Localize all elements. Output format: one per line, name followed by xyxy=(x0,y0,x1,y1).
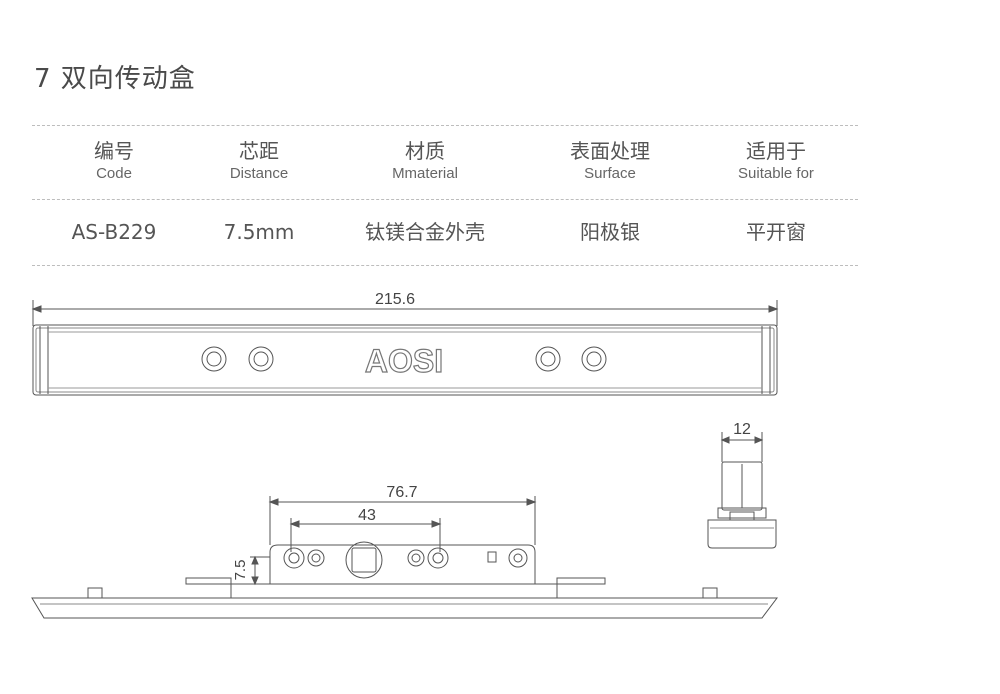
top-view-hole xyxy=(201,346,227,372)
side-view-gearbox xyxy=(269,541,536,585)
dimension-outer xyxy=(268,496,537,545)
header-en: Mmaterial xyxy=(392,165,458,182)
header-suitable: 适用于 Suitable for xyxy=(696,138,856,184)
header-zh: 适用于 xyxy=(746,139,806,163)
header-code: 编号 Code xyxy=(34,138,194,184)
header-en: Suitable for xyxy=(738,165,814,182)
dimension-width-label: 12 xyxy=(733,421,751,438)
header-surface: 表面处理 Surface xyxy=(530,138,690,184)
aosi-logo: AOSI xyxy=(365,343,443,379)
dimension-total-label: 215.6 xyxy=(375,291,415,308)
dimension-offset xyxy=(250,555,270,586)
table-top-rule xyxy=(32,125,858,126)
header-en: Surface xyxy=(584,165,636,182)
dimension-offset-label: 7.5 xyxy=(232,560,249,581)
table-header-rule xyxy=(32,199,858,200)
top-view-hole xyxy=(581,346,607,372)
top-view-hole xyxy=(535,346,561,372)
value-distance: 7.5mm xyxy=(223,220,295,244)
table-bottom-rule xyxy=(32,265,858,266)
dimension-width xyxy=(720,432,764,462)
value-suitable: 平开窗 xyxy=(746,220,806,244)
top-view-bar xyxy=(32,324,778,396)
header-distance: 芯距 Distance xyxy=(179,138,339,184)
header-zh: 芯距 xyxy=(239,139,279,163)
end-view-profile xyxy=(707,461,777,549)
value-code: AS-B229 xyxy=(71,220,157,244)
header-material: 材质 Mmaterial xyxy=(345,138,505,184)
header-en: Distance xyxy=(229,165,289,182)
side-view-base xyxy=(31,577,778,619)
dimension-total-length xyxy=(31,300,779,326)
header-zh: 表面处理 xyxy=(570,139,650,163)
dimension-inner-label: 43 xyxy=(358,507,376,524)
dimension-outer-label: 76.7 xyxy=(386,484,417,501)
value-surface: 阳极银 xyxy=(580,220,640,244)
value-material: 钛镁合金外壳 xyxy=(365,220,485,244)
header-zh: 材质 xyxy=(405,139,445,163)
dimension-inner xyxy=(289,518,442,552)
header-en: Code xyxy=(96,165,132,182)
header-zh: 编号 xyxy=(94,139,134,163)
page-title: 7 双向传动盒 xyxy=(34,64,196,94)
top-view-hole xyxy=(248,346,274,372)
